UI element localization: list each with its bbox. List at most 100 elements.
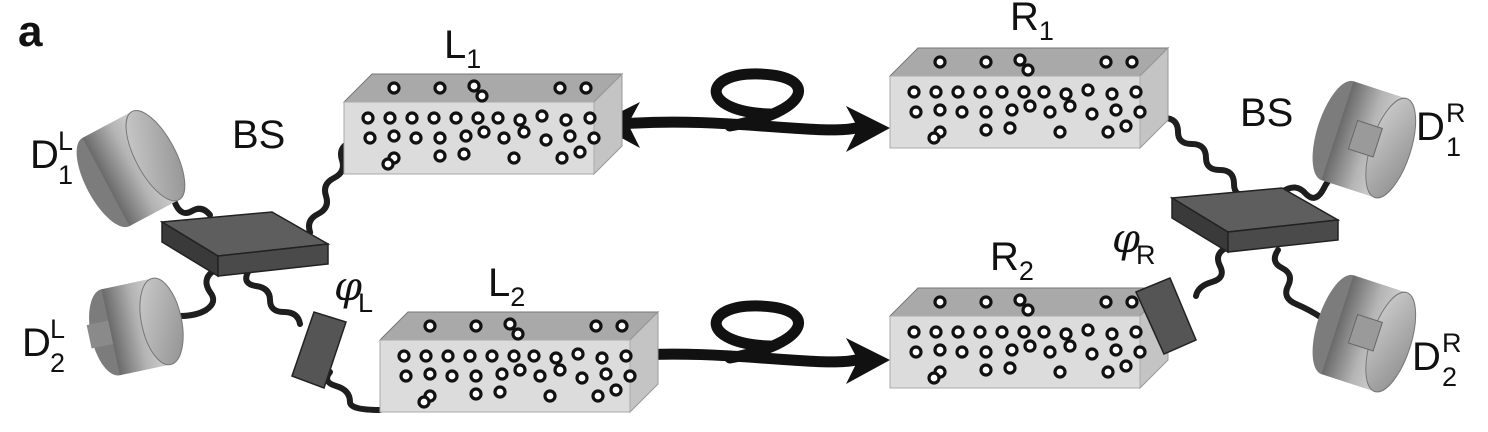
atom-dot	[979, 363, 993, 377]
atom-dot	[471, 111, 485, 125]
atom-dot	[503, 317, 517, 331]
atom-dot	[1021, 63, 1035, 77]
atom-dot	[477, 125, 491, 139]
atom-dot	[1081, 83, 1095, 97]
atom-dot	[1043, 345, 1057, 359]
atom-dot	[1099, 295, 1113, 309]
atom-dot	[1013, 53, 1027, 67]
atom-dot	[927, 131, 941, 145]
atom-dot	[1129, 85, 1143, 99]
atom-dot	[1037, 325, 1051, 339]
fiber-bs-left-to-d2l	[177, 269, 217, 319]
atom-dot	[553, 363, 567, 377]
atom-dot	[527, 349, 541, 363]
label-r2-base: R	[990, 235, 1019, 279]
label-bs-right: BS	[1240, 91, 1293, 135]
atom-dot	[457, 147, 471, 161]
svg-text:D: D	[1416, 105, 1445, 149]
svg-text:L2: L2	[488, 261, 525, 312]
atom-dot	[619, 349, 633, 363]
atom-dot	[1017, 325, 1031, 339]
atom-dot	[383, 111, 397, 125]
atom-dot	[433, 81, 447, 95]
fiber-phase-l-to-l2	[324, 369, 383, 413]
svg-text:D: D	[30, 133, 59, 177]
atom-dot	[609, 383, 623, 397]
atom-dot	[1043, 105, 1057, 119]
atom-dot	[951, 325, 965, 339]
atom-dot	[497, 131, 511, 145]
atom-dot	[1105, 327, 1119, 341]
atom-dot	[951, 85, 965, 99]
atom-dot	[493, 385, 507, 399]
atom-dot	[1059, 327, 1073, 341]
svg-text:L: L	[358, 288, 373, 318]
atom-dot	[955, 105, 969, 119]
atom-dot	[559, 113, 573, 127]
svg-text:R: R	[1446, 98, 1466, 128]
svg-text:R: R	[1136, 240, 1156, 270]
atom-dot	[571, 347, 585, 361]
svg-text:R1: R1	[1010, 0, 1054, 46]
atom-dot	[1125, 55, 1139, 69]
atom-dot	[553, 81, 567, 95]
label-bs-left: BS	[232, 113, 285, 157]
atom-dot	[579, 81, 593, 95]
label-d1l: D L 1	[30, 126, 73, 190]
detector-d2l	[86, 277, 184, 376]
atom-dot	[361, 111, 375, 125]
atom-dot	[955, 345, 969, 359]
atom-dot	[433, 149, 447, 163]
label-r1-base: R	[1010, 0, 1039, 39]
atom-dot	[1099, 55, 1113, 69]
atom-dot	[449, 111, 463, 125]
atom-dot	[533, 369, 547, 383]
atom-dot	[387, 81, 401, 95]
atom-dot	[573, 145, 587, 159]
detector-d2r	[1312, 274, 1417, 393]
atomic-ensemble-r1	[888, 46, 1170, 150]
atom-dot	[491, 111, 505, 125]
atom-dot	[615, 319, 629, 333]
atom-dot	[1085, 107, 1099, 121]
atom-dot	[1133, 345, 1147, 359]
atom-dot	[1119, 359, 1133, 373]
label-l1: L1	[444, 23, 481, 74]
svg-text:2: 2	[1442, 362, 1457, 392]
atom-dot	[433, 131, 447, 145]
label-l1-base: L	[444, 23, 466, 67]
atom-dot	[1037, 85, 1051, 99]
atom-dot	[995, 85, 1009, 99]
arrowhead-right-top	[846, 106, 890, 152]
atomic-ensemble-l2	[378, 310, 660, 414]
atom-dot	[933, 295, 947, 309]
atom-dot	[555, 151, 569, 165]
atom-dot	[507, 151, 521, 165]
atom-dot	[475, 89, 489, 103]
svg-text:2: 2	[50, 348, 65, 378]
atom-dot	[513, 363, 527, 377]
atom-dot	[979, 345, 993, 359]
label-d2r: D R 2	[1412, 328, 1462, 392]
atom-dot	[1133, 105, 1147, 119]
atom-dot	[623, 369, 637, 383]
atom-dot	[427, 111, 441, 125]
atom-dot	[495, 367, 509, 381]
label-l2: L2	[488, 261, 525, 312]
svg-text:φ: φ	[334, 264, 362, 310]
atom-dot	[909, 345, 923, 359]
atom-dot	[587, 131, 601, 145]
atom-dot	[399, 369, 413, 383]
atom-dot	[979, 105, 993, 119]
atom-dot	[1109, 343, 1123, 357]
atom-dot	[907, 85, 921, 99]
atom-dot	[1063, 99, 1077, 113]
svg-text:R2: R2	[990, 235, 1034, 286]
atom-dot	[1023, 339, 1037, 353]
atom-dot	[929, 85, 943, 99]
svg-text:D: D	[22, 321, 51, 365]
atom-dot	[381, 157, 395, 171]
phase-shifter-right	[1134, 277, 1197, 355]
atom-dot	[467, 79, 481, 93]
label-phi-l: φ L	[334, 264, 373, 318]
